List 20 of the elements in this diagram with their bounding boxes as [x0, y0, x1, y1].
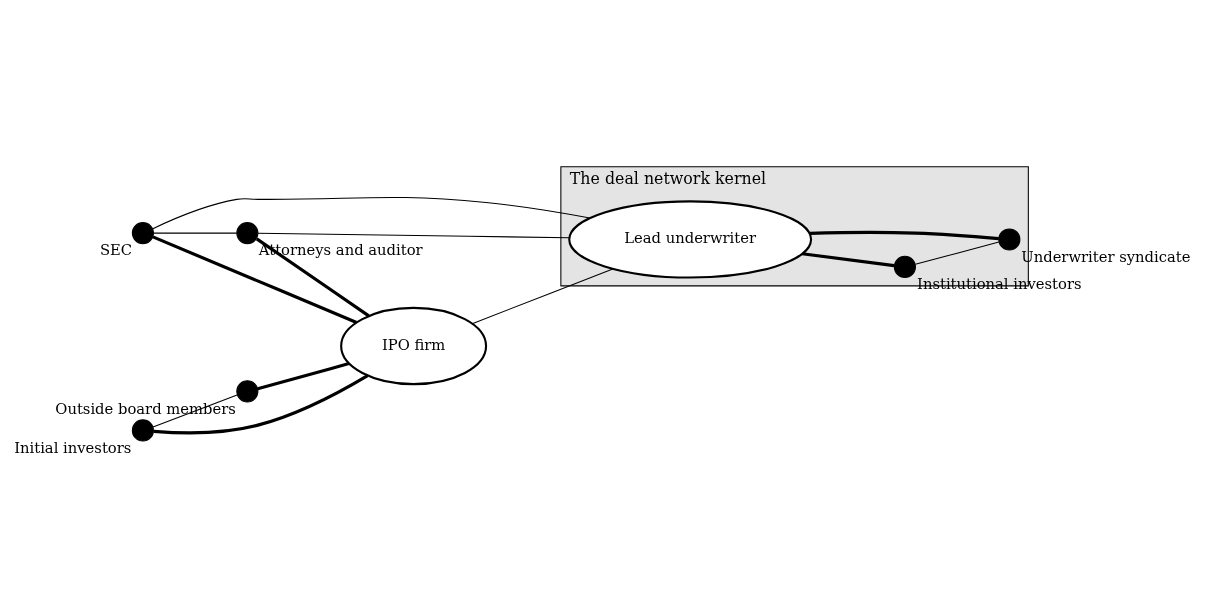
node-circle [131, 419, 154, 442]
connector [153, 374, 369, 435]
connector [914, 241, 1000, 265]
node-circle [236, 380, 259, 403]
node-circle [893, 255, 916, 278]
connector [257, 362, 350, 391]
connector [153, 232, 238, 234]
node-label: Initial investors [14, 438, 132, 456]
node-circle [998, 228, 1021, 251]
node-circle [131, 222, 154, 245]
connector [255, 237, 370, 318]
connector [152, 196, 591, 230]
node-ellipse: IPO firm [340, 306, 488, 386]
node-ellipse: Lead underwriter [568, 200, 813, 279]
node-label: SEC [99, 241, 133, 259]
node-circle [236, 222, 259, 245]
connector [152, 235, 358, 324]
connector [257, 232, 570, 239]
connector [809, 230, 999, 241]
connector [802, 252, 895, 268]
